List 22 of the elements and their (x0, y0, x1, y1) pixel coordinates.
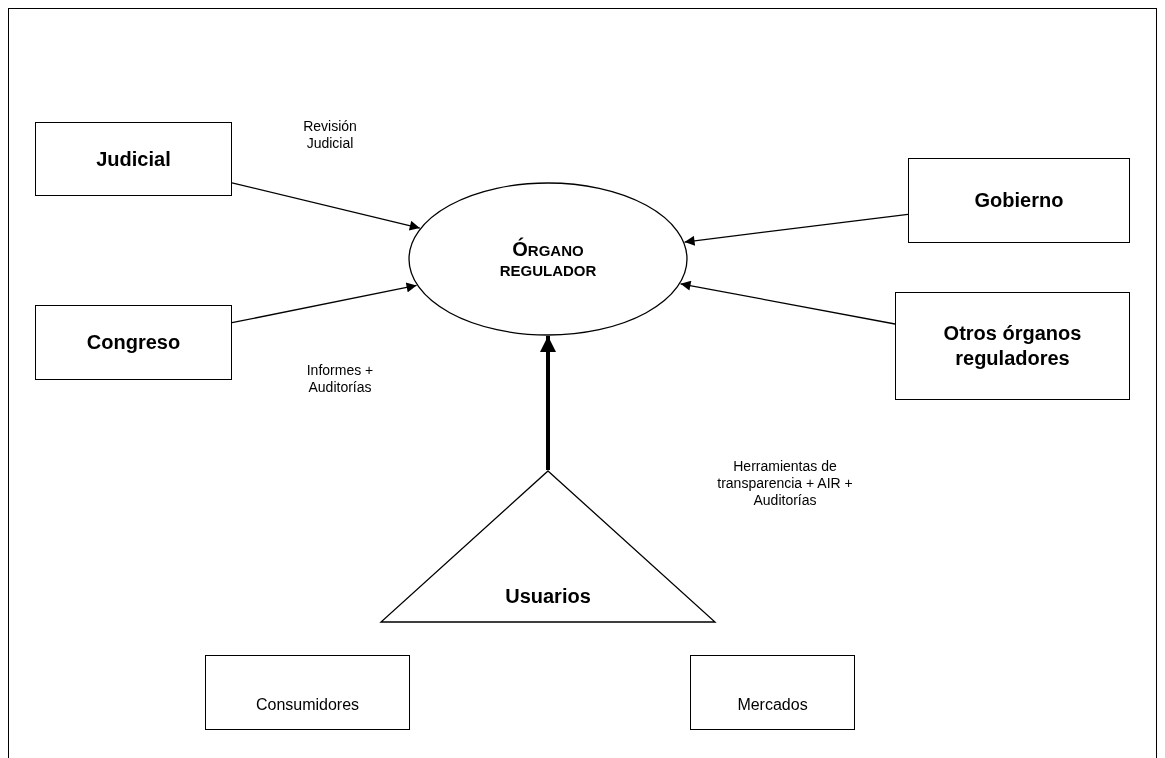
arrow (683, 213, 909, 246)
process-box (690, 655, 855, 730)
arrow (231, 282, 418, 324)
process-box (205, 655, 410, 730)
edge-label: Revisión Judicial (302, 118, 358, 152)
node-label: Judicial (96, 146, 171, 172)
node-label: Usuarios (505, 584, 591, 609)
node-label: Otros órganos reguladores (942, 321, 1083, 371)
edge-label: Informes + Auditorías (305, 362, 375, 396)
process-box (35, 305, 232, 380)
process-box (895, 292, 1130, 400)
node-label: Congreso (86, 330, 181, 355)
node-label: ÓRGANO REGULADOR (498, 237, 598, 281)
node-label: Gobierno (974, 188, 1064, 213)
process-box (35, 122, 232, 196)
arrow (231, 182, 421, 231)
process-box (908, 158, 1130, 243)
arrow (540, 336, 556, 470)
arrow (679, 280, 896, 325)
node-label: Consumidores (255, 695, 360, 715)
node-label: Mercados (737, 695, 808, 715)
annotation-text: Herramientas de transparencia + AIR + Auditorías (716, 458, 854, 509)
